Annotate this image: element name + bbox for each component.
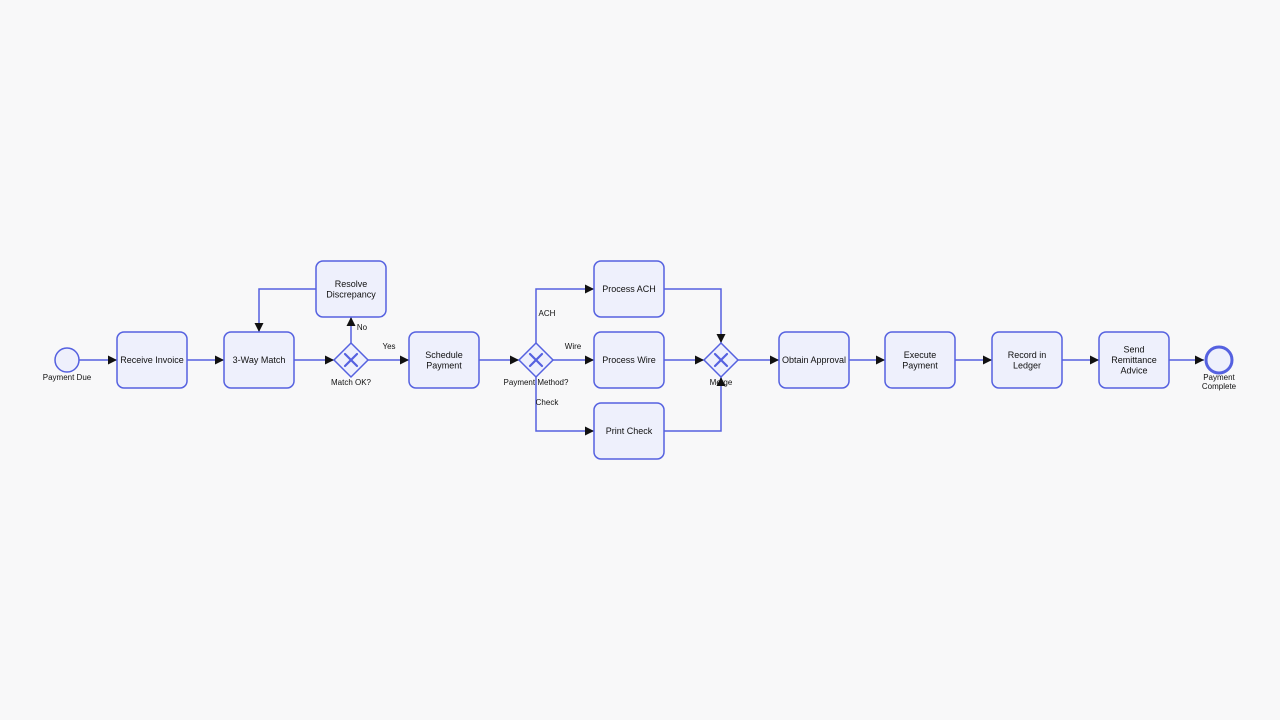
start-event-circle[interactable] (54, 347, 80, 373)
task-box[interactable] (223, 331, 295, 389)
event-label: Complete (1202, 382, 1237, 391)
task-box[interactable] (593, 260, 665, 318)
task-label: 3-Way Match (233, 355, 286, 365)
task-match[interactable]: 3-Way Match (223, 331, 295, 389)
task-box[interactable] (116, 331, 188, 389)
task-label: Remittance (1111, 355, 1157, 365)
task-box[interactable] (593, 331, 665, 389)
task-label: Schedule (425, 350, 463, 360)
task-label: Advice (1120, 366, 1147, 376)
flow-check-to-gw_merge (664, 377, 726, 432)
task-box[interactable] (593, 402, 665, 460)
task-approve[interactable]: Obtain Approval (778, 331, 850, 389)
task-label: Obtain Approval (782, 355, 846, 365)
task-box[interactable] (884, 331, 956, 389)
gateway-merge[interactable] (702, 341, 740, 379)
flow-resolve-to-match (254, 288, 316, 332)
flow-gw_method-to-check (535, 377, 594, 436)
flow-label-ach: ACH (539, 309, 556, 318)
exclusive-x-icon (343, 352, 359, 368)
task-box[interactable] (991, 331, 1063, 389)
exclusive-x-icon (713, 352, 729, 368)
task-label: Execute (904, 350, 937, 360)
task-check[interactable]: Print Check (593, 402, 665, 460)
exclusive-x-icon (528, 352, 544, 368)
task-label: Payment (426, 360, 462, 370)
task-label: Ledger (1013, 360, 1041, 370)
task-label: Process Wire (602, 355, 656, 365)
gateway-label: Merge (710, 378, 733, 387)
task-label: Resolve (335, 279, 368, 289)
flow-ach-to-gw_merge (664, 288, 726, 343)
task-wire[interactable]: Process Wire (593, 331, 665, 389)
task-box[interactable] (408, 331, 480, 389)
flow-label-wire: Wire (565, 342, 582, 351)
gateway-method[interactable] (517, 341, 555, 379)
gateway-label: Payment Method? (504, 378, 569, 387)
end-event[interactable] (1204, 345, 1234, 375)
flow-label-check: Check (536, 398, 560, 407)
task-label: Discrepancy (326, 289, 376, 299)
task-label: Receive Invoice (120, 355, 184, 365)
gateway-label: Match OK? (331, 378, 372, 387)
task-label: Record in (1008, 350, 1047, 360)
flow-label-yes: Yes (382, 342, 395, 351)
task-label: Process ACH (602, 284, 656, 294)
task-box[interactable] (1098, 331, 1170, 389)
task-label: Payment (902, 360, 938, 370)
task-box[interactable] (315, 260, 387, 318)
task-box[interactable] (778, 331, 850, 389)
task-label: Send (1123, 345, 1144, 355)
task-label: Print Check (606, 426, 653, 436)
event-label: Payment Due (43, 373, 92, 382)
start-event[interactable] (54, 347, 80, 373)
task-receive[interactable]: Receive Invoice (116, 331, 188, 389)
flow-label-no: No (357, 323, 368, 332)
flow-gw_method-to-ach (535, 284, 594, 343)
event-label: Payment (1203, 373, 1235, 382)
task-ach[interactable]: Process ACH (593, 260, 665, 318)
end-event-circle[interactable] (1204, 345, 1234, 375)
gateway-match[interactable] (332, 341, 370, 379)
